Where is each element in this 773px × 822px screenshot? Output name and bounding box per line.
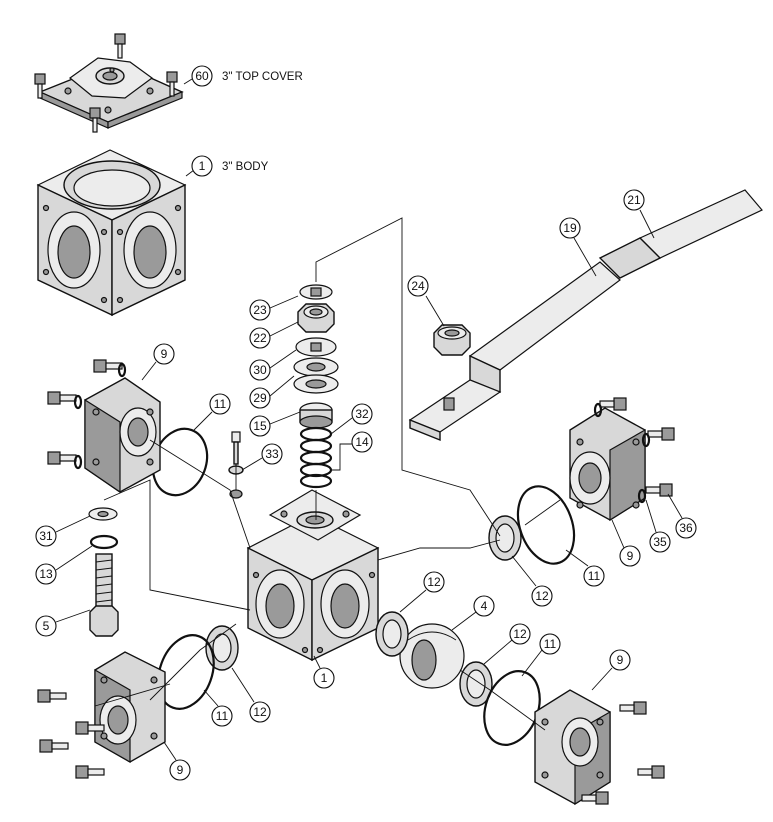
callout-12-right-lower-label: 12 — [513, 627, 527, 641]
ball-part — [399, 623, 465, 689]
callout-35: 35 — [645, 499, 671, 553]
callout-29-label: 29 — [253, 391, 267, 405]
callout-19: 19 — [559, 217, 597, 277]
callout-30-label: 30 — [253, 363, 267, 377]
callout-9-upper-left-label: 9 — [161, 347, 168, 361]
callout-29: 29 — [249, 375, 295, 409]
callout-14-label: 14 — [355, 435, 369, 449]
callout-5-label: 5 — [43, 619, 50, 633]
callout-15-label: 15 — [253, 419, 267, 433]
callout-11-right-lower-label: 11 — [544, 637, 557, 651]
callout-11-lower-left-label: 11 — [216, 709, 229, 723]
callout-32: 32 — [330, 403, 373, 435]
callout-9-lower-right-label: 9 — [617, 653, 624, 667]
callout-9-upper-right-label: 9 — [627, 549, 634, 563]
callout-23-label: 23 — [253, 303, 267, 317]
callout-1-lower-label: 1 — [321, 671, 328, 685]
callout-11-lower-left: 11 — [203, 689, 233, 727]
callout-4-label: 4 — [481, 599, 488, 613]
callout-5: 5 — [35, 609, 91, 637]
callout-24-label: 24 — [411, 279, 425, 293]
callout-1-upper: 1 — [185, 155, 213, 177]
callout-33-label: 33 — [265, 447, 279, 461]
callout-13: 13 — [35, 545, 93, 585]
callout-1-lower: 1 — [313, 655, 335, 689]
callout-12-right-lower: 12 — [483, 623, 531, 665]
callout-23: 23 — [249, 295, 299, 321]
callout-12-right-upper: 12 — [511, 555, 553, 607]
end-cap-lower-left — [94, 651, 166, 764]
callout-21-label: 21 — [627, 193, 641, 207]
callout-4: 4 — [451, 595, 495, 631]
callout-32-label: 32 — [355, 407, 369, 421]
callout-9-upper-left: 9 — [141, 343, 175, 381]
end-cap-lower-right — [534, 689, 611, 806]
callout-22: 22 — [249, 321, 299, 349]
callout-19-label: 19 — [563, 221, 577, 235]
end-cap-upper-left — [84, 377, 161, 494]
callout-12-center: 12 — [399, 571, 445, 613]
assembly-lines — [94, 217, 561, 731]
callout-22-label: 22 — [253, 331, 267, 345]
callout-33: 33 — [241, 443, 283, 471]
callout-9-lower-left-label: 9 — [177, 763, 184, 777]
callout-11-right-upper-label: 11 — [588, 569, 601, 583]
callout-31: 31 — [35, 515, 91, 547]
callout-13-label: 13 — [39, 567, 53, 581]
body-caption: 3" BODY — [222, 161, 269, 173]
callout-12-right-upper-label: 12 — [535, 589, 549, 603]
callout-11-upper-left: 11 — [193, 393, 231, 431]
callout-36: 36 — [667, 493, 697, 539]
handle-part — [408, 189, 763, 442]
callout-9-lower-right: 9 — [591, 649, 631, 691]
callout-60: 60 — [183, 65, 213, 87]
callout-30: 30 — [249, 349, 297, 381]
body-part-upper — [36, 149, 187, 317]
stem-stack — [228, 284, 339, 499]
callout-21: 21 — [623, 189, 655, 239]
callout-9-lower-left: 9 — [163, 741, 191, 781]
callout-36-label: 36 — [679, 521, 693, 535]
callout-14: 14 — [331, 431, 373, 471]
bolt-set — [37, 359, 675, 805]
callout-11-right-lower: 11 — [521, 633, 561, 677]
callout-12-center-label: 12 — [427, 575, 441, 589]
callout-12-lower-left: 12 — [231, 667, 271, 723]
top-cover-part — [34, 33, 184, 133]
callout-60-label: 60 — [195, 69, 209, 83]
callout-31-label: 31 — [39, 529, 53, 543]
callout-35-label: 35 — [653, 535, 667, 549]
callout-12-lower-left-label: 12 — [253, 705, 267, 719]
callout-24: 24 — [407, 275, 445, 327]
callout-15: 15 — [249, 411, 301, 437]
callout-1-upper-label: 1 — [199, 159, 206, 173]
callout-9-upper-right: 9 — [611, 519, 641, 567]
end-cap-upper-right — [569, 407, 646, 522]
callout-11-upper-left-label: 11 — [214, 397, 227, 411]
body-part-main — [246, 489, 380, 662]
drain-plug-part — [88, 507, 119, 637]
callout-11-right-upper: 11 — [565, 549, 605, 587]
top-cover-caption: 3" TOP COVER — [222, 71, 303, 83]
